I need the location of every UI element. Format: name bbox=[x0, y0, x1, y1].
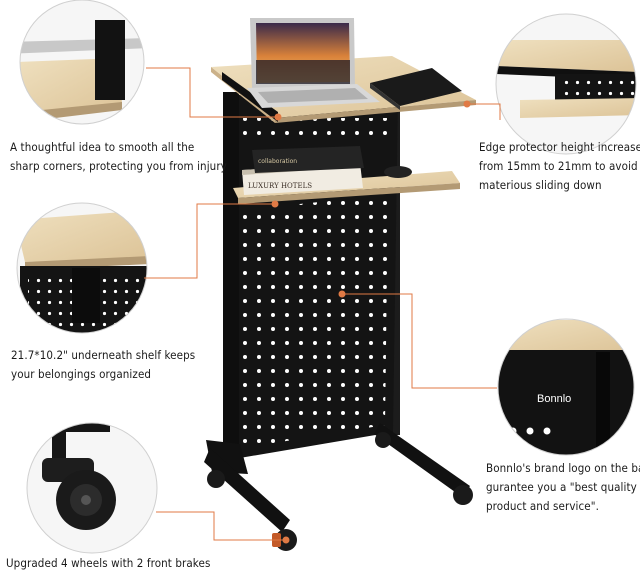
caption-line: from 15mm to 21mm to avoid bbox=[479, 159, 638, 173]
shelf-detail bbox=[16, 202, 148, 334]
caption-brand-logo: Bonnlo's brand logo on the back, gurante… bbox=[486, 459, 640, 516]
callout-lines bbox=[144, 67, 501, 541]
callout-markers bbox=[271, 100, 471, 544]
caption-line: sharp corners, protecting you from injur… bbox=[10, 159, 227, 173]
caption-line: gurantee you a "best quality of our bbox=[486, 480, 640, 494]
corner-detail bbox=[19, 0, 145, 125]
front-left-wheel bbox=[207, 470, 225, 488]
caption-line: Upgraded 4 wheels with 2 front brakes bbox=[6, 556, 211, 570]
brand-logo-detail: Bonnlo bbox=[497, 318, 635, 456]
caption-line: Edge protector height increased bbox=[479, 140, 640, 154]
lectern: LUXURY HOTELS collaboration bbox=[204, 18, 476, 551]
caption-wheels: Upgraded 4 wheels with 2 front brakes bbox=[6, 554, 226, 573]
rear-right-wheel bbox=[375, 432, 391, 448]
book-spine-lower: LUXURY HOTELS bbox=[248, 182, 312, 190]
books: LUXURY HOTELS collaboration bbox=[242, 146, 364, 195]
caption-line: your belongings organized bbox=[11, 367, 152, 381]
front-right-wheel bbox=[453, 485, 473, 505]
laptop bbox=[247, 18, 380, 108]
wheel-detail bbox=[26, 422, 158, 554]
mouse bbox=[384, 166, 412, 178]
caption-line: Bonnlo's brand logo on the back, bbox=[486, 461, 640, 475]
caption-smooth-corners: A thoughtful idea to smooth all the shar… bbox=[10, 138, 227, 176]
caption-line: product and service". bbox=[486, 499, 600, 513]
caption-edge-protector: Edge protector height increased from 15m… bbox=[479, 138, 640, 195]
caption-line: 21.7*10.2" underneath shelf keeps bbox=[11, 348, 196, 362]
book-spine-upper: collaboration bbox=[258, 158, 297, 165]
caption-shelf: 21.7*10.2" underneath shelf keeps your b… bbox=[11, 346, 211, 384]
brand-logo-text: Bonnlo bbox=[537, 393, 571, 405]
caption-line: A thoughtful idea to smooth all the bbox=[10, 140, 195, 154]
notebook bbox=[370, 68, 462, 110]
edge-protector-detail bbox=[495, 13, 637, 155]
caption-line: materious sliding down bbox=[479, 178, 602, 192]
